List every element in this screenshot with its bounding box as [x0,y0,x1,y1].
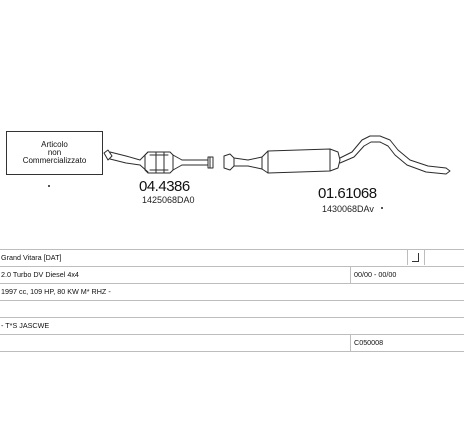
checkmark-icon [412,253,419,262]
vehicle-info-table: Grand Vitara [DAT] 2.0 Turbo DV Diesel 4… [0,249,464,352]
part-code[interactable]: 04.4386 [139,178,190,195]
info-row-code: C050008 [0,335,464,352]
marker-dot [48,185,50,187]
info-row-specs: 1997 cc, 109 HP, 80 KW M* RHZ - [0,284,464,301]
not-commercialized-notice: Articolo non Commercializzato [6,131,103,175]
checkbox-cell[interactable] [407,250,425,265]
notice-line-1: Articolo [41,140,68,149]
rear-silencer-pipe[interactable] [223,135,451,175]
vehicle-model: Grand Vitara [DAT] [1,253,62,262]
part-code[interactable]: 01.61068 [318,185,377,202]
info-row-notes: - T*S JASCWE [0,318,464,335]
engine-years: 00/00 - 00/00 [354,270,397,279]
catalytic-converter-pipe[interactable] [103,149,214,174]
marker-dot [381,207,383,209]
engine-description: 2.0 Turbo DV Diesel 4x4 [1,270,79,279]
info-row-spacer [0,301,464,318]
part-reference: 1430068DAv [322,204,374,214]
system-code: C050008 [354,338,384,347]
vehicle-notes: - T*S JASCWE [1,321,50,330]
info-row-engine: 2.0 Turbo DV Diesel 4x4 00/00 - 00/00 [0,267,464,284]
engine-specs: 1997 cc, 109 HP, 80 KW M* RHZ - [1,287,111,296]
notice-line-3: Commercializzato [22,156,87,165]
notice-line-2: non [47,148,62,157]
info-row-model: Grand Vitara [DAT] [0,249,464,267]
part-reference: 1425068DA0 [142,195,195,205]
